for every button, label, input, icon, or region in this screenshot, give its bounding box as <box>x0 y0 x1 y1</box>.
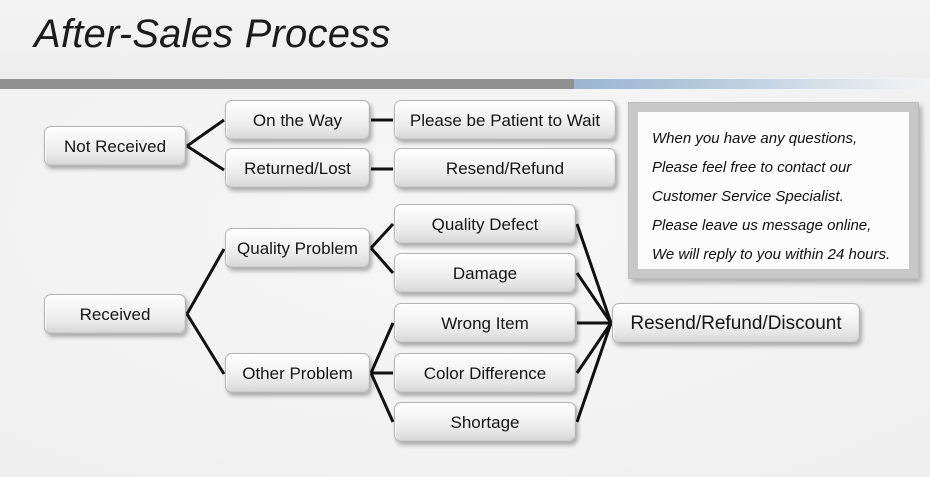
node-damage[interactable]: Damage <box>394 253 576 293</box>
divider-blue-segment <box>574 79 930 89</box>
node-label: Resend/Refund <box>445 158 565 178</box>
node-label: Please be Patient to Wait <box>409 110 601 130</box>
node-quality-problem[interactable]: Quality Problem <box>225 228 370 268</box>
note-line: When you have any questions, <box>652 130 858 147</box>
node-label: Damage <box>452 263 518 283</box>
node-resend-refund-discount[interactable]: Resend/Refund/Discount <box>612 303 860 343</box>
edge-damage-final <box>575 272 613 324</box>
contact-note-body: When you have any questions, Please feel… <box>638 112 909 269</box>
node-label: On the Way <box>252 110 343 130</box>
edge-quality-problem-damage <box>369 247 395 274</box>
node-returned-lost[interactable]: Returned/Lost <box>225 148 370 188</box>
edge-not-received-on-the-way <box>186 118 225 148</box>
edge-other-problem-wrong-item <box>369 322 395 374</box>
node-label: Quality Problem <box>237 238 358 258</box>
node-label: Shortage <box>450 412 520 432</box>
node-label: Resend/Refund/Discount <box>630 312 842 334</box>
note-line: Please feel free to contact our <box>652 159 852 176</box>
node-color-difference[interactable]: Color Difference <box>394 353 576 393</box>
note-line: Please leave us message online, <box>652 217 872 234</box>
edge-received-other-problem <box>185 313 226 375</box>
divider-grey-segment <box>0 79 574 89</box>
node-label: Quality Defect <box>431 214 539 234</box>
edge-shortage-final <box>575 322 613 423</box>
node-not-received[interactable]: Not Received <box>44 126 186 166</box>
edge-quality-defect-final <box>575 223 613 324</box>
edge-color-difference-final <box>575 322 613 374</box>
node-please-be-patient-to-wait[interactable]: Please be Patient to Wait <box>394 100 616 140</box>
node-wrong-item[interactable]: Wrong Item <box>394 303 576 343</box>
node-label: Not Received <box>63 136 167 156</box>
node-label: Wrong Item <box>441 313 529 333</box>
edge-received-quality-problem <box>185 248 226 315</box>
node-received[interactable]: Received <box>44 294 186 334</box>
node-other-problem[interactable]: Other Problem <box>225 353 370 393</box>
header-divider <box>0 79 930 89</box>
page-title: After-Sales Process <box>34 12 391 56</box>
node-quality-defect[interactable]: Quality Defect <box>394 204 576 244</box>
node-shortage[interactable]: Shortage <box>394 402 576 442</box>
note-line: Customer Service Specialist. <box>652 188 844 205</box>
header-band: After-Sales Process <box>0 0 930 78</box>
edge-quality-problem-defect <box>369 222 395 250</box>
node-label: Color Difference <box>423 363 547 383</box>
edge-not-received-returned <box>186 144 225 172</box>
node-on-the-way[interactable]: On the Way <box>225 100 370 140</box>
note-line: We will reply to you within 24 hours. <box>652 246 891 263</box>
edge-other-problem-shortage <box>369 372 395 423</box>
node-resend-refund[interactable]: Resend/Refund <box>394 148 616 188</box>
node-label: Other Problem <box>242 363 353 383</box>
contact-note-panel: When you have any questions, Please feel… <box>628 102 919 279</box>
node-label: Returned/Lost <box>244 158 351 178</box>
node-label: Received <box>79 304 151 324</box>
